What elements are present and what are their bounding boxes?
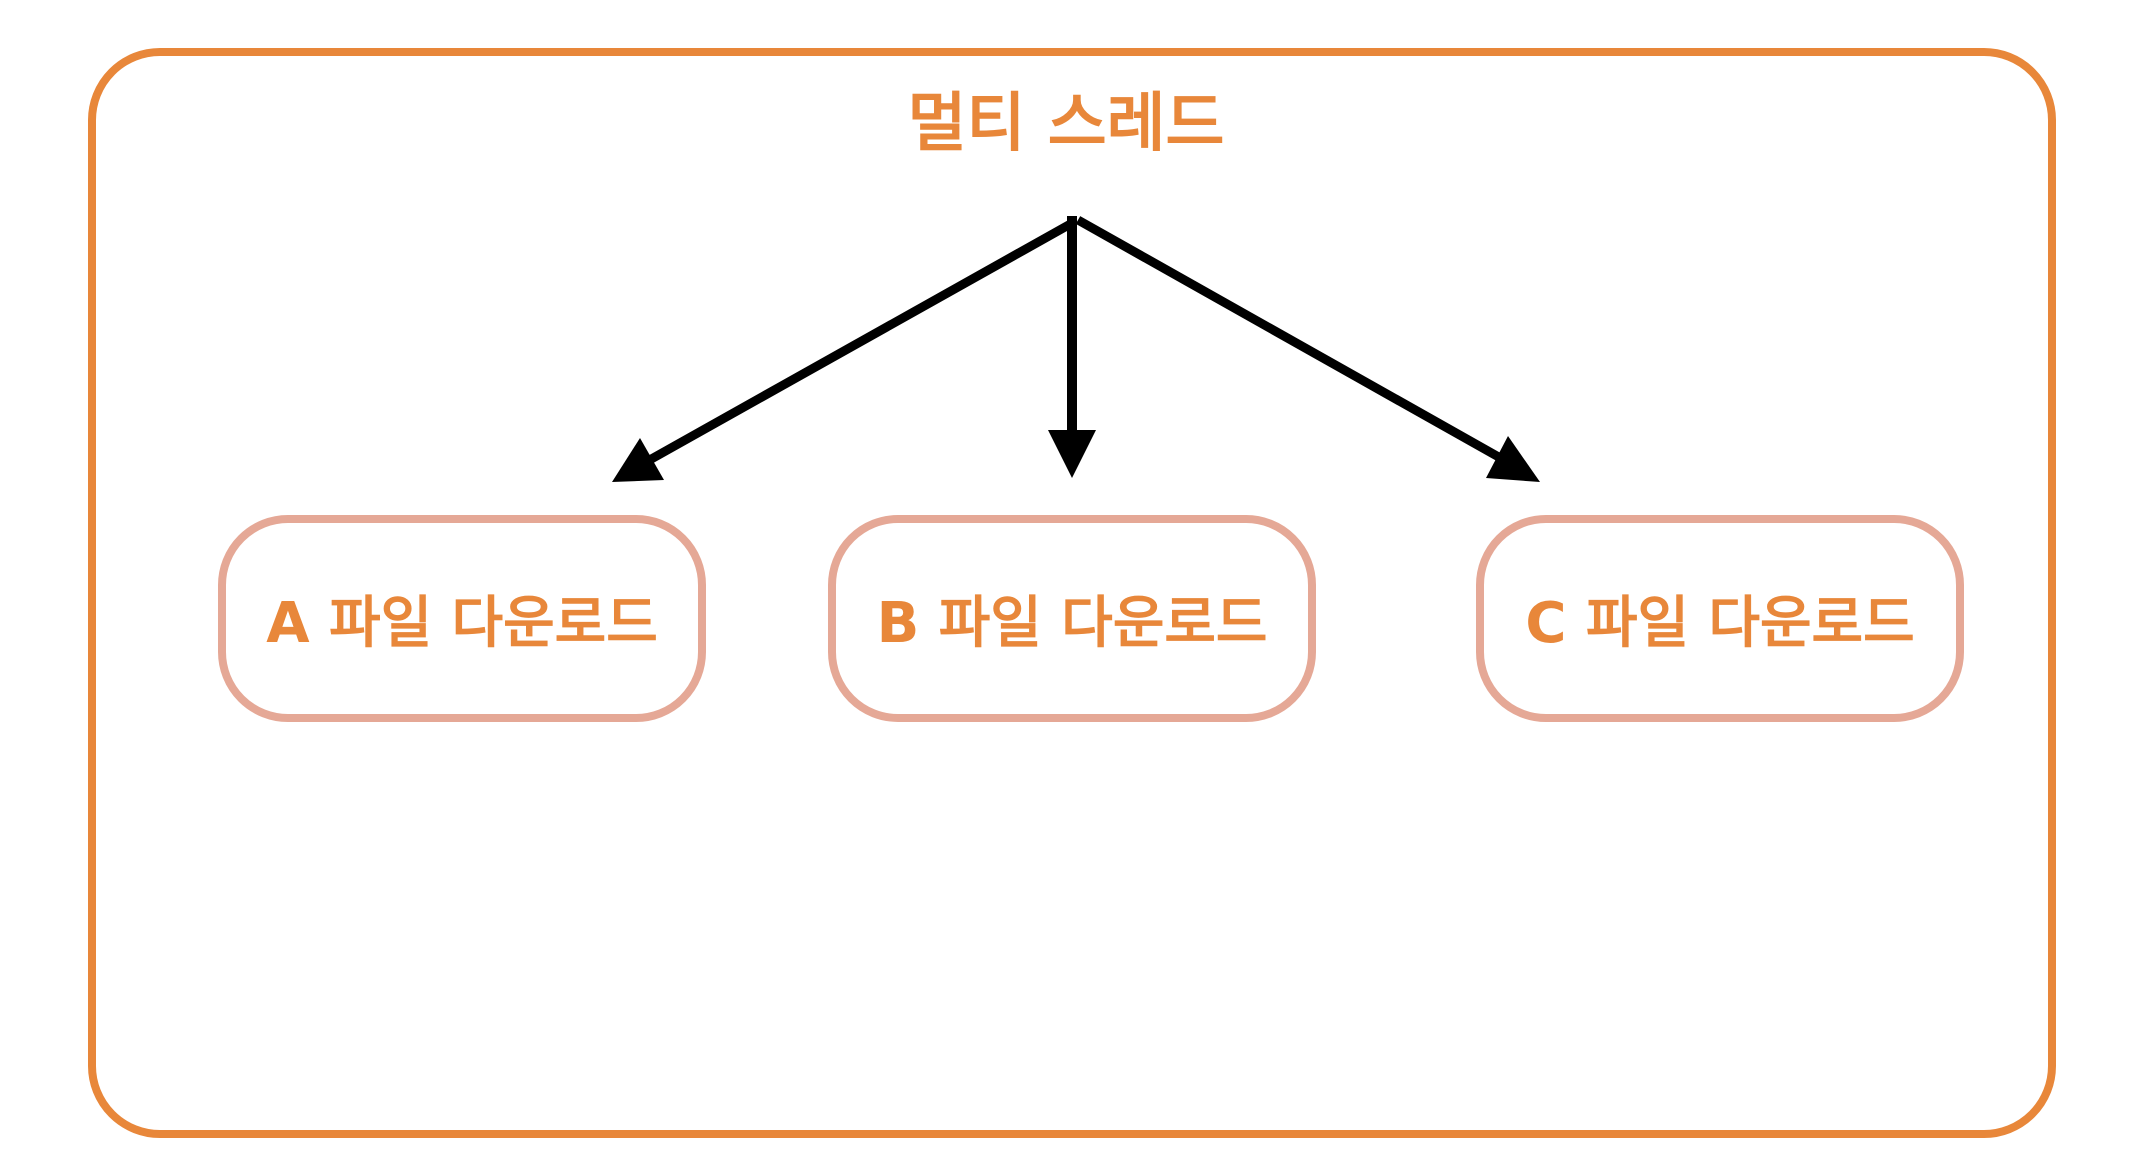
node-c-label: C 파일 다운로드 — [1525, 591, 1915, 656]
node-b-label: B 파일 다운로드 — [876, 591, 1268, 656]
node-b-file-download: B 파일 다운로드 — [828, 515, 1316, 722]
node-a-file-download: A 파일 다운로드 — [218, 515, 706, 722]
diagram-title: 멀티 스레드 — [907, 87, 1225, 161]
multi-thread-container — [88, 48, 2056, 1138]
node-c-file-download: C 파일 다운로드 — [1476, 515, 1964, 722]
node-a-label: A 파일 다운로드 — [266, 591, 658, 656]
